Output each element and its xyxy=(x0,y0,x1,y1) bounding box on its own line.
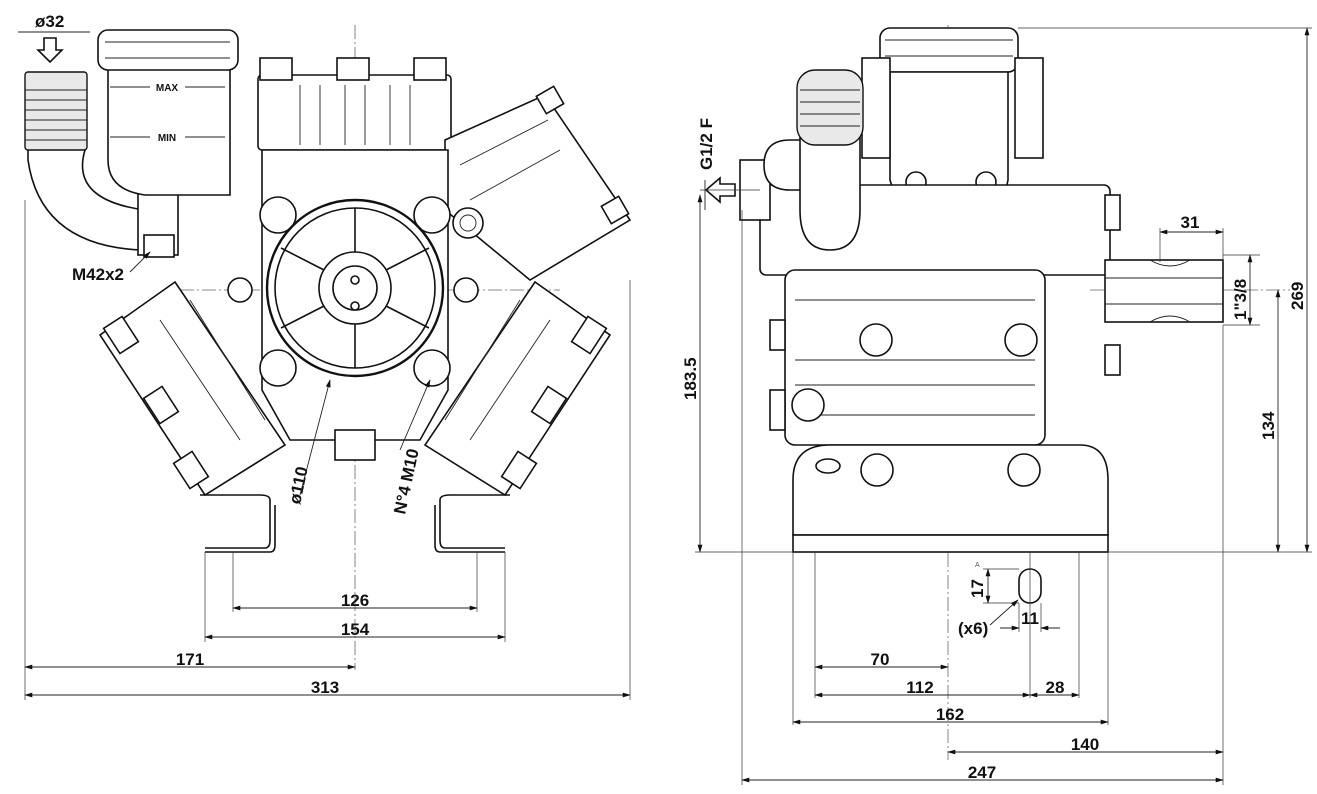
oil-reservoir: MAX MIN xyxy=(97,29,239,196)
dim-269: 269 xyxy=(1288,282,1307,310)
side-view: G1/2 F xyxy=(681,25,1312,785)
side-inlet-elbow xyxy=(796,69,864,251)
dim-17: 17 xyxy=(968,579,987,598)
right-cylinder xyxy=(423,280,612,497)
max-level-label: MAX xyxy=(156,83,179,94)
inlet-diameter-label: ø32 xyxy=(35,12,64,31)
regulator-housing xyxy=(444,85,632,281)
front-view: MAX MIN xyxy=(18,12,632,700)
left-cylinder xyxy=(98,280,287,497)
dim-126: 126 xyxy=(341,591,369,610)
slot-count: (x6) xyxy=(958,619,988,638)
dim-183-5: 183.5 xyxy=(681,357,700,400)
side-cylinder-body xyxy=(784,269,1046,446)
dim-247: 247 xyxy=(968,763,996,782)
dim-shaft-diameter: 1"3/8 xyxy=(1231,279,1250,320)
inlet-elbow xyxy=(24,71,179,258)
bolts-label: N°4 M10 xyxy=(390,447,422,516)
dim-171: 171 xyxy=(176,650,204,669)
slot-marker: A xyxy=(975,562,980,569)
thread-label: M42x2 xyxy=(72,265,124,284)
dim-162: 162 xyxy=(936,705,964,724)
diaphragm-cover xyxy=(265,198,445,378)
dim-134: 134 xyxy=(1259,411,1278,440)
dim-28: 28 xyxy=(1046,678,1065,697)
dim-31: 31 xyxy=(1181,213,1200,232)
min-level-label: MIN xyxy=(158,133,176,144)
side-oil-cap xyxy=(879,27,1019,73)
dim-112: 112 xyxy=(906,678,933,697)
dim-140: 140 xyxy=(1071,735,1099,754)
dim-313: 313 xyxy=(311,678,339,697)
drive-shaft xyxy=(1104,259,1224,323)
diameter-label: ø110 xyxy=(285,465,311,506)
dim-154: 154 xyxy=(341,620,370,639)
dim-70: 70 xyxy=(871,650,890,669)
inlet-arrow-icon xyxy=(36,37,64,64)
front-feet xyxy=(200,494,510,553)
slot-detail: A 17 11 (x6) xyxy=(958,562,1060,638)
side-base-plate xyxy=(792,444,1109,553)
port-label: G1/2 F xyxy=(697,118,716,170)
top-manifold xyxy=(257,57,452,151)
